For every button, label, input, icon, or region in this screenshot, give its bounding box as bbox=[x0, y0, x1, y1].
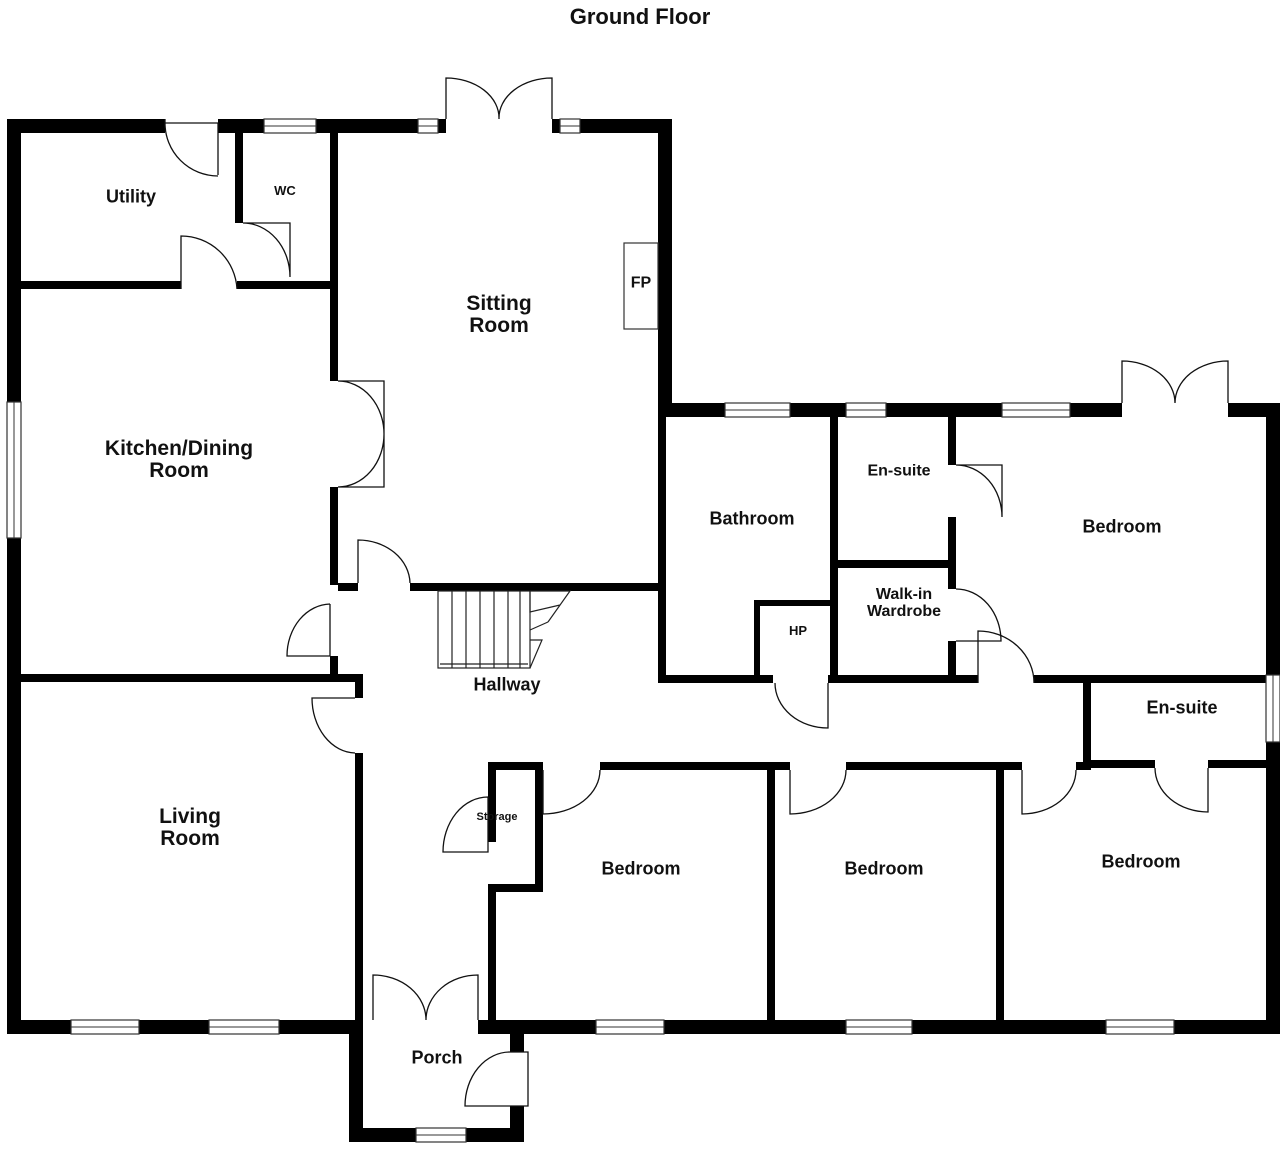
room-label-walk-in-wardrobe: Walk-in Wardrobe bbox=[866, 586, 942, 621]
wardrobe-line-2: Wardrobe bbox=[866, 603, 942, 620]
kitchen-dining-line-1: Kitchen/Dining bbox=[104, 436, 254, 460]
windows bbox=[6, 118, 1280, 1143]
living-room-line-2: Room bbox=[160, 827, 220, 850]
plan-title: Ground Floor bbox=[569, 4, 711, 29]
wardrobe-line-1: Walk-in bbox=[875, 586, 933, 604]
room-label-bedroom-3: Bedroom bbox=[1101, 851, 1181, 872]
room-label-sitting-room: Sitting Room bbox=[466, 291, 532, 337]
room-label-hallway: Hallway bbox=[473, 674, 541, 695]
fireplace-label: FP bbox=[630, 274, 652, 292]
stairs bbox=[437, 590, 572, 669]
room-label-hp: HP bbox=[788, 623, 808, 639]
outer-walls bbox=[7, 119, 1280, 1142]
room-label-living-room: Living Room bbox=[159, 804, 221, 850]
kitchen-dining-line-2: Room bbox=[149, 459, 209, 482]
interior-walls bbox=[21, 131, 1274, 1024]
room-label-kitchen-dining: Kitchen/Dining Room bbox=[104, 436, 254, 482]
room-label-storage: Storage bbox=[476, 811, 518, 824]
fireplace-box bbox=[623, 242, 659, 330]
room-label-master-bedroom: Bedroom bbox=[1082, 516, 1162, 537]
room-label-ensuite-1: En-suite bbox=[867, 462, 931, 480]
room-label-ensuite-2: En-suite bbox=[1146, 697, 1218, 718]
room-label-bedroom-2: Bedroom bbox=[844, 858, 924, 879]
room-label-porch: Porch bbox=[411, 1047, 463, 1068]
doors bbox=[164, 77, 1229, 1107]
room-label-wc: WC bbox=[274, 183, 296, 199]
sitting-room-line-1: Sitting bbox=[466, 291, 532, 315]
room-label-utility: Utility bbox=[105, 186, 157, 207]
sitting-room-line-2: Room bbox=[469, 314, 529, 337]
living-room-line-1: Living bbox=[159, 804, 221, 828]
room-label-bedroom-1: Bedroom bbox=[601, 858, 681, 879]
room-label-bathroom: Bathroom bbox=[709, 508, 795, 529]
